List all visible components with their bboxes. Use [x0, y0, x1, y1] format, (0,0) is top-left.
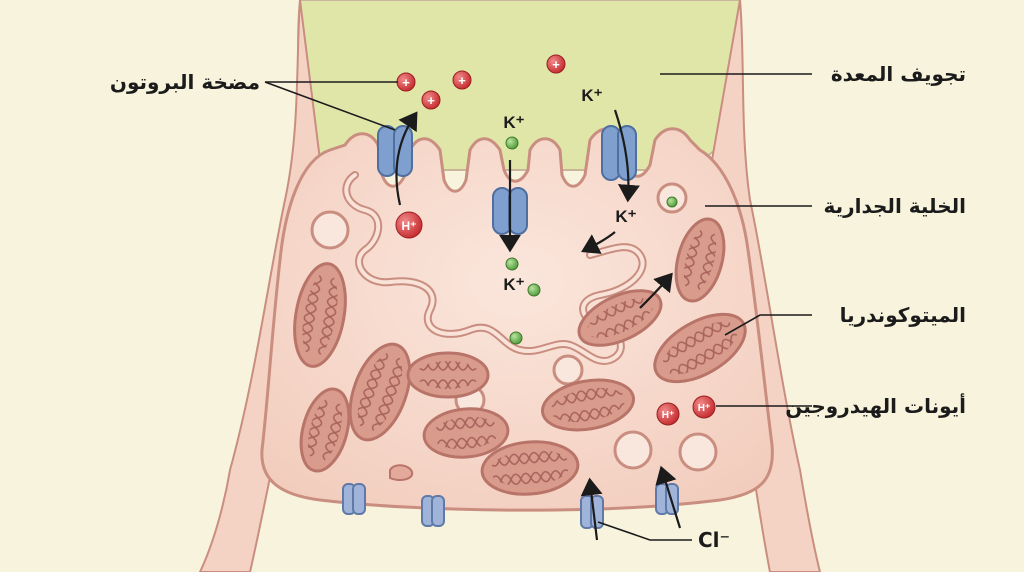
hydrogen-ion: + [453, 71, 471, 89]
cell-hydrogen-ion: H⁺ [396, 212, 422, 238]
potassium-label: K⁺ [615, 207, 636, 226]
hydrogen-ion: + [422, 91, 440, 109]
proton-pump-left [378, 126, 412, 176]
hydrogen-ion: + [397, 73, 415, 91]
plus-sign: + [402, 75, 410, 90]
plus-sign: + [427, 93, 435, 108]
vesicle [680, 434, 716, 470]
potassium-ion [528, 284, 540, 296]
label-proton-pump: مضخة البروتون [110, 70, 260, 94]
plus-sign: + [458, 73, 466, 88]
vesicle [554, 356, 582, 384]
label-chloride: Cl⁻ [698, 528, 730, 552]
label-mitochondria: الميتوكوندريا [840, 303, 966, 327]
potassium-ion [506, 258, 518, 270]
label-hydrogen-ions: أيونات الهيدروجين [785, 392, 966, 418]
potassium-ion [510, 332, 522, 344]
hydrogen-symbol: H⁺ [698, 403, 711, 414]
hydrogen-symbol: H⁺ [402, 219, 417, 233]
mitochondrion [408, 353, 488, 397]
proton-pump-right [602, 126, 636, 180]
hydrogen-symbol: H⁺ [662, 410, 675, 421]
basolateral-channel [422, 496, 444, 526]
hydrogen-ion: + [547, 55, 565, 73]
label-stomach-lumen: تجويف المعدة [831, 62, 966, 86]
potassium-ion [667, 197, 677, 207]
cell-hydrogen-ion: H⁺ [693, 396, 715, 418]
label-parietal-cell: الخلية الجدارية [823, 194, 966, 218]
potassium-ion [506, 137, 518, 149]
organelle-fragment [390, 465, 412, 480]
potassium-label: K⁺ [503, 113, 524, 132]
potassium-label: K⁺ [581, 86, 602, 105]
potassium-label: K⁺ [503, 275, 524, 294]
vesicle [312, 212, 348, 248]
cell-hydrogen-ion: H⁺ [657, 403, 679, 425]
basolateral-channel [343, 484, 365, 514]
vesicle [615, 432, 651, 468]
plus-sign: + [552, 57, 560, 72]
